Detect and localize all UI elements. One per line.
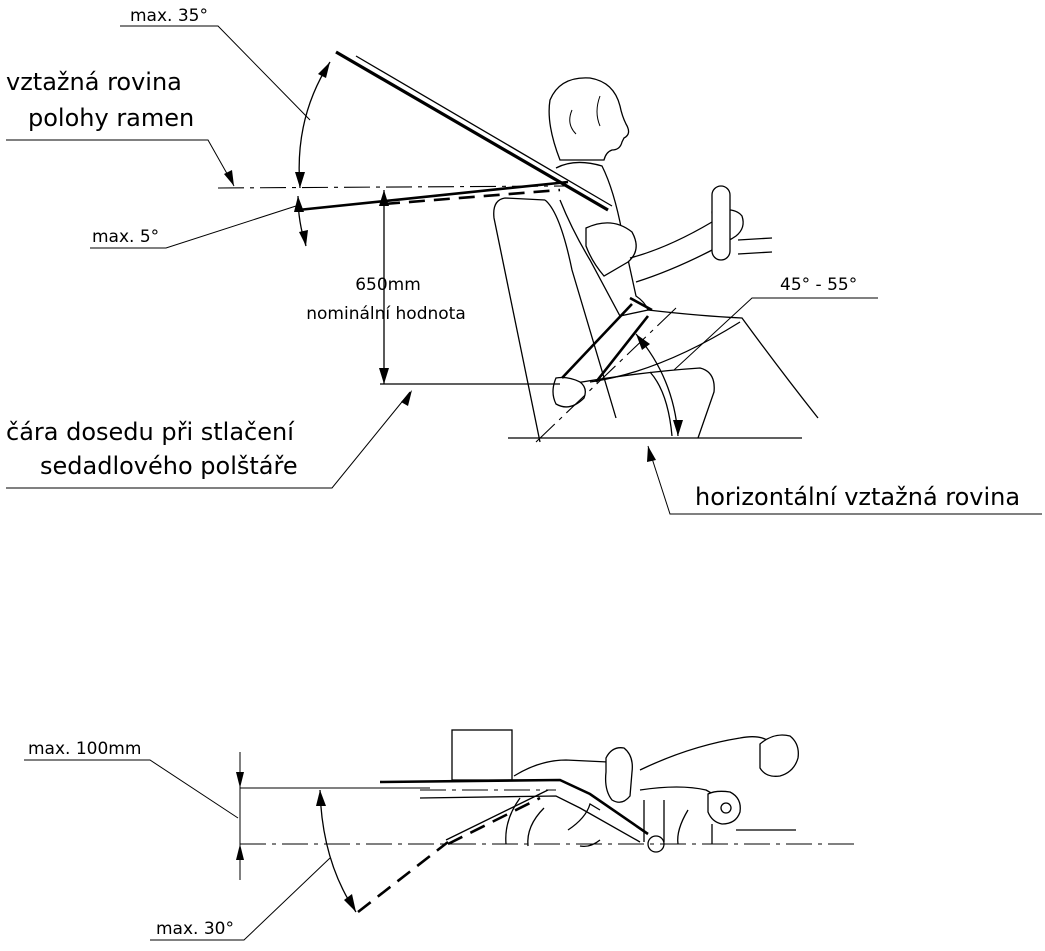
occupant-torso <box>555 161 649 317</box>
angle-arc-30 <box>316 789 449 914</box>
leader-max-35 <box>120 25 311 121</box>
height-dimension-100 <box>236 752 244 880</box>
label-max-100: max. 100mm <box>28 739 141 759</box>
upright-occupant-diagram: 650mm nominální hodnota max. 35° vztažná… <box>6 6 1042 515</box>
label-seat-line-1: čára dosedu při stlačení <box>6 418 295 446</box>
seat-belt-buckle <box>535 296 677 443</box>
headrest-box <box>451 729 513 781</box>
steering-wheel <box>711 185 773 261</box>
lap-angle-arc <box>635 333 683 437</box>
leader-max-30 <box>150 857 331 941</box>
shoulder-belt <box>297 50 613 212</box>
angle-arc-35 <box>294 61 331 247</box>
label-seat-line-2: sedadlového polštáře <box>40 452 298 480</box>
leader-shoulder-plane <box>6 139 235 187</box>
height-dimension <box>379 190 560 385</box>
seat-cushion <box>569 367 715 439</box>
reclined-occupant-diagram: max. 100mm max. 30° <box>24 729 860 941</box>
shoulder-reference-line <box>217 185 569 189</box>
height-note: nominální hodnota <box>306 304 466 324</box>
leader-lap-angle <box>673 297 878 371</box>
label-shoulder-plane-1: vztažná rovina <box>6 68 182 96</box>
label-max-30: max. 30° <box>156 919 234 939</box>
reclined-seat-back <box>379 778 649 847</box>
label-max-35: max. 35° <box>130 6 208 26</box>
leader-seat-line <box>6 391 411 489</box>
leader-horizontal-plane <box>647 445 1042 515</box>
label-shoulder-plane-2: polohy ramen <box>28 104 194 132</box>
label-max-5: max. 5° <box>92 227 159 247</box>
leader-max-5 <box>90 205 297 249</box>
leader-max-100 <box>24 759 239 819</box>
occupant-head <box>548 77 630 161</box>
occupant-legs <box>589 309 819 419</box>
label-lap-angle: 45° - 55° <box>780 275 857 295</box>
label-horizontal-plane: horizontální vztažná rovina <box>695 483 1020 511</box>
seat-back <box>493 197 617 443</box>
reclined-occupant <box>513 734 799 853</box>
height-value: 650mm <box>355 275 421 295</box>
